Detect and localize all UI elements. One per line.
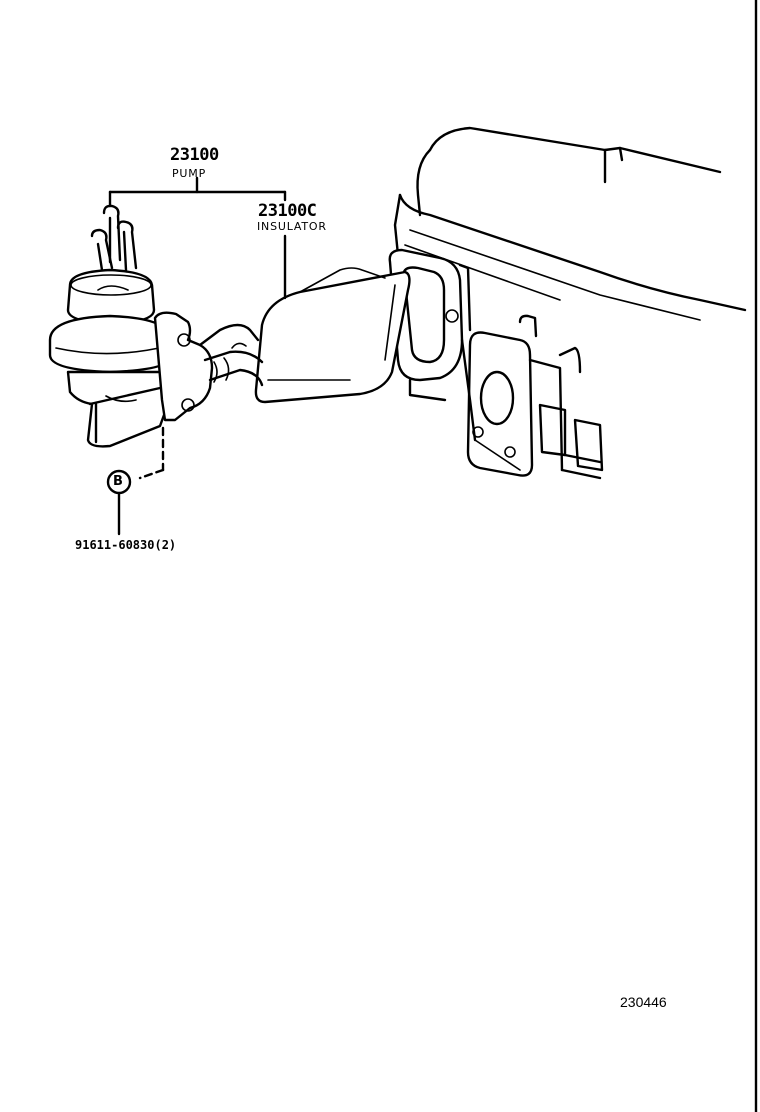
bolt-part-number-text: 91611-60830 bbox=[75, 538, 155, 552]
insulator-part-name: INSULATOR bbox=[257, 220, 327, 233]
bolt-part-number: 91611-60830(2) bbox=[75, 539, 176, 551]
pump-part-number: 23100 bbox=[170, 145, 219, 165]
figure-id: 230446 bbox=[620, 994, 667, 1010]
leader-lines bbox=[108, 176, 287, 536]
bolt-symbol: B bbox=[113, 474, 123, 489]
bolt-circle bbox=[106, 469, 132, 495]
insulator-part-number: 23100C bbox=[258, 201, 317, 221]
pump-part-name: PUMP bbox=[172, 167, 207, 180]
bolt-quantity: (2) bbox=[154, 538, 177, 552]
pump-drawing bbox=[48, 204, 264, 448]
engine-block-drawing bbox=[388, 126, 747, 480]
insulator-drawing bbox=[254, 267, 411, 404]
